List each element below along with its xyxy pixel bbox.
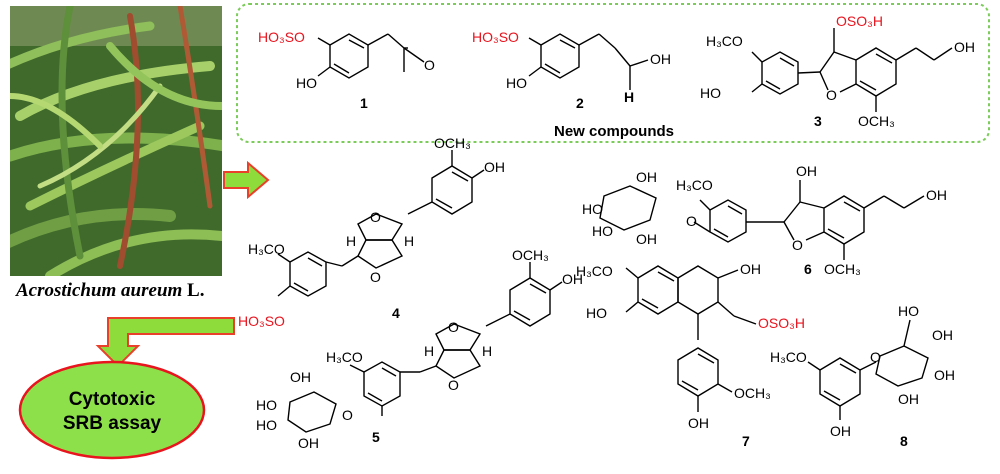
species-name: Acrostichum aureum (16, 280, 183, 301)
label-5-o-bottom: O (448, 377, 459, 393)
label-6-oh-top: OH (796, 163, 817, 179)
number-1: 1 (360, 95, 368, 111)
label-4-och3: OCH₃ (434, 135, 471, 151)
new-compounds-box (236, 3, 990, 143)
label-3-h3co: H₃CO (706, 33, 743, 49)
label-7-oso3h: OSO₃H (758, 315, 805, 331)
label-3-o: O (826, 87, 837, 103)
label-4-o-top: O (370, 209, 381, 225)
assay-line-2: SRB assay (63, 413, 162, 434)
label-5-oh-a: OH (290, 369, 311, 385)
down-arrow (95, 317, 235, 368)
number-3: 3 (814, 113, 822, 129)
assay-line-1: Cytotoxic (69, 389, 156, 410)
label-3-och3: OCH₃ (858, 113, 895, 129)
structure-labels: HO₃SO HO O 1 HO₃SO HO OH H 2 OSO₃H H₃CO … (238, 13, 975, 451)
label-6-oh-chain: OH (926, 187, 947, 203)
label-2-so3: HO₃SO (472, 29, 519, 45)
label-2-ho: HO (506, 75, 527, 91)
label-6-oh-a: OH (636, 169, 657, 185)
label-7-ho: HO (586, 305, 607, 321)
assay-ellipse (18, 360, 206, 460)
label-8-oh-c: OH (898, 391, 919, 407)
species-caption: Acrostichum aureum L. (16, 280, 204, 302)
label-4-h-left: H (346, 233, 356, 249)
label-5-ho-b: HO (256, 417, 277, 433)
label-7-oh-bottom: OH (688, 415, 709, 431)
label-5-h-left: H (424, 343, 434, 359)
label-6-ho-b: HO (592, 223, 613, 239)
label-3-oh: OH (954, 39, 975, 55)
label-6-ho-a: HO (582, 201, 603, 217)
bond-lines (277, 28, 953, 433)
label-1-ho: HO (296, 75, 317, 91)
number-8: 8 (900, 433, 908, 449)
label-6-oh-b: OH (636, 231, 657, 247)
label-6-o-ring: O (792, 237, 803, 253)
label-5-och3: OCH₃ (512, 247, 549, 263)
number-2: 2 (576, 95, 584, 111)
label-5-oh-b: OH (298, 435, 319, 451)
label-4-so3: HO₃SO (238, 313, 285, 329)
label-5-h3co: H₃CO (326, 349, 363, 365)
label-2-oh: OH (650, 51, 671, 67)
label-6-h3co: H₃CO (676, 177, 713, 193)
label-8-oh-bottom: OH (830, 423, 851, 439)
label-7-oh: OH (740, 261, 761, 277)
number-4: 4 (392, 305, 400, 321)
label-5-oh: OH (562, 271, 583, 287)
number-7: 7 (742, 433, 750, 449)
label-6-och3: OCH₃ (824, 261, 861, 277)
label-5-h-right: H (482, 343, 492, 359)
label-1-so3: HO₃SO (258, 29, 305, 45)
label-8-ho-top: HO (898, 303, 919, 319)
label-3-oso3h: OSO₃H (836, 13, 883, 29)
label-1-o: O (424, 57, 435, 73)
label-7-h3co: H₃CO (576, 263, 613, 279)
number-5: 5 (372, 429, 380, 445)
label-5-o-glyc: O (342, 407, 353, 423)
label-5-o-top: O (448, 319, 459, 335)
species-author: L. (187, 280, 205, 301)
label-4-h-right: H (404, 233, 414, 249)
label-4-h3co: H₃CO (248, 241, 285, 257)
label-7-och3: OCH₃ (734, 385, 771, 401)
number-6: 6 (804, 261, 812, 277)
label-8-oh-b: OH (934, 367, 955, 383)
label-4-oh: OH (484, 159, 505, 175)
label-8-och3: H₃CO (770, 349, 807, 365)
label-4-o-bottom: O (370, 269, 381, 285)
label-8-o: O (870, 349, 881, 365)
plant-photo (10, 6, 222, 276)
new-compounds-label: New compounds (554, 123, 674, 140)
label-6-o-glyc: O (686, 213, 697, 229)
label-8-oh-a: OH (932, 327, 953, 343)
label-5-ho-a: HO (256, 397, 277, 413)
right-arrow (223, 160, 270, 200)
label-2-h: H (624, 89, 634, 105)
label-3-ho: HO (700, 85, 721, 101)
